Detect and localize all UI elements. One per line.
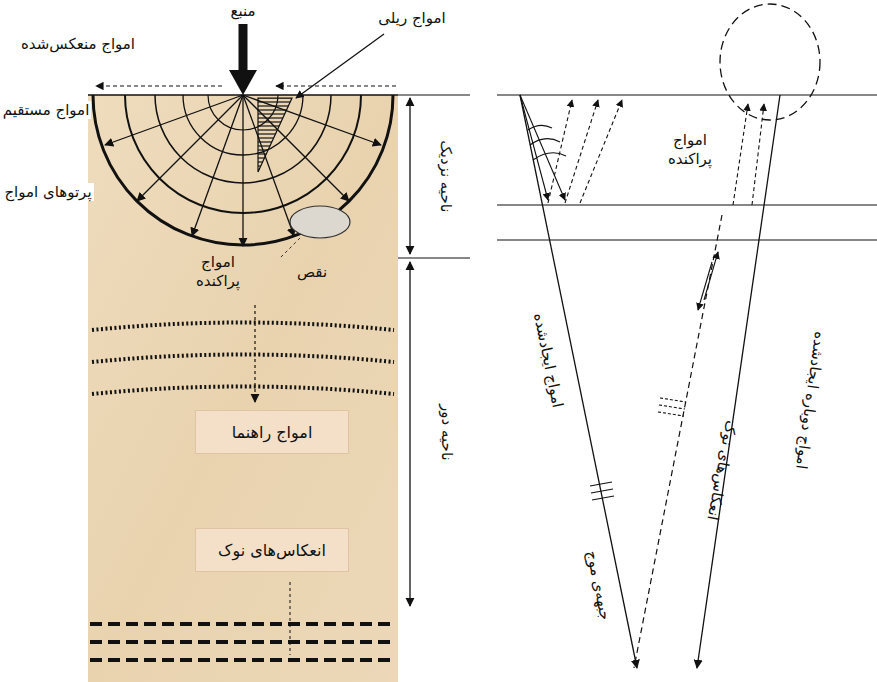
- label-text: امواج ایجادشده: [529, 311, 567, 409]
- label-text: منبع: [230, 2, 255, 21]
- label-text: امواج منعکس‌شده: [21, 35, 135, 54]
- label-text: نقص: [297, 263, 327, 282]
- reflected-arrows: [96, 85, 396, 86]
- tip-ticks: [658, 398, 686, 416]
- tip-wavefronts: [90, 624, 396, 660]
- label-text: امواج دوباره ایجادشده: [791, 330, 829, 470]
- label-text: ناحیه دور: [437, 404, 456, 461]
- wave-box: امواج راهنما: [195, 410, 349, 454]
- label-text: امواج پراکنده: [658, 131, 722, 169]
- direct-wavefronts: [93, 95, 393, 245]
- source-zone: [720, 4, 820, 120]
- regenerated-wave: [697, 95, 780, 668]
- source-arrow: [229, 70, 257, 95]
- label-text: جبهه‌ی موج: [582, 548, 614, 621]
- label-text: انعکاس‌های نوک: [703, 419, 741, 522]
- label-text: امواج مستقیم: [1, 101, 92, 120]
- scatter-returns: [548, 100, 764, 205]
- label-text: پرتوهای امواج: [2, 183, 93, 202]
- wavefront-ticks: [590, 482, 614, 500]
- box-text: امواج راهنما: [220, 423, 325, 442]
- scatter-fan: [520, 95, 566, 200]
- box-text: انعکاس‌های نوک: [206, 541, 338, 560]
- tip-reflection: [634, 215, 722, 668]
- layer-lines: [497, 95, 877, 240]
- generated-wave: [520, 95, 637, 668]
- label-text: ناحیه نزدیک: [437, 140, 456, 212]
- wave-box: انعکاس‌های نوک: [195, 528, 349, 572]
- ground: [88, 95, 398, 682]
- rayleigh-profile: [258, 98, 292, 172]
- label-text: امواج ریلی: [378, 9, 445, 28]
- wave-rays: [105, 95, 381, 246]
- label-text: امواج پراکنده: [186, 253, 250, 291]
- far-wavefronts: [92, 323, 394, 395]
- defect: [290, 206, 350, 238]
